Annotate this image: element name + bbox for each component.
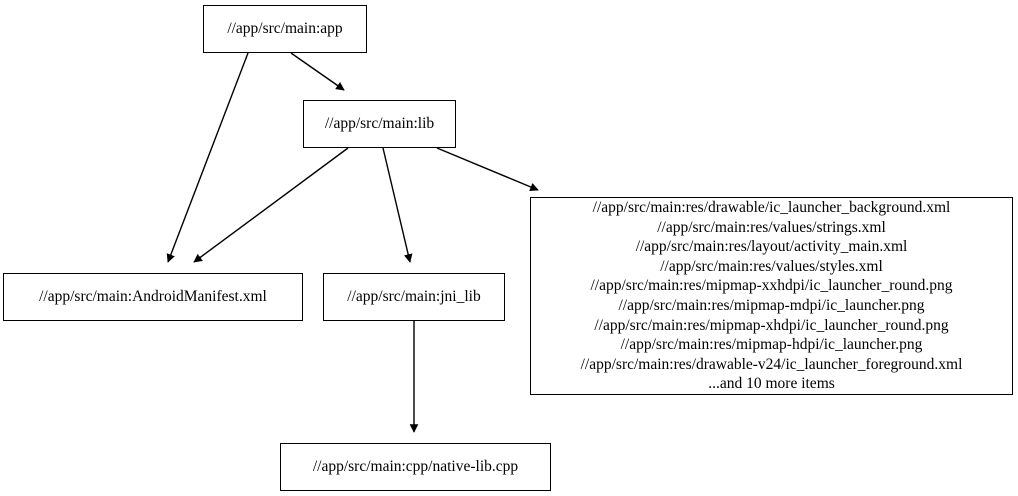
- graph-node-lib-label: //app/src/main:lib: [324, 115, 435, 133]
- graph-node-android-manifest[interactable]: //app/src/main:AndroidManifest.xml: [3, 273, 303, 321]
- graph-node-res-group[interactable]: //app/src/main:res/drawable/ic_launcher_…: [530, 197, 1013, 395]
- graph-node-jni-lib-label: //app/src/main:jni_lib: [347, 288, 481, 306]
- graph-node-jni-lib[interactable]: //app/src/main:jni_lib: [323, 273, 505, 321]
- edge-app-to-lib: [290, 52, 345, 91]
- graph-node-native-lib-cpp[interactable]: //app/src/main:cpp/native-lib.cpp: [280, 443, 551, 491]
- graph-node-android-manifest-label: //app/src/main:AndroidManifest.xml: [39, 288, 267, 306]
- graph-node-res-group-label: //app/src/main:res/drawable/ic_launcher_…: [580, 199, 963, 393]
- edge-lib-to-manifest: [193, 147, 349, 263]
- edge-lib-to-res-group: [436, 147, 539, 192]
- graph-node-native-lib-cpp-label: //app/src/main:cpp/native-lib.cpp: [312, 458, 519, 476]
- edge-app-to-manifest: [166, 52, 249, 263]
- graph-node-app-label: //app/src/main:app: [227, 20, 343, 38]
- edge-lib-to-jni-lib: [382, 147, 413, 263]
- graph-node-app[interactable]: //app/src/main:app: [203, 5, 367, 53]
- graph-node-lib[interactable]: //app/src/main:lib: [303, 100, 456, 148]
